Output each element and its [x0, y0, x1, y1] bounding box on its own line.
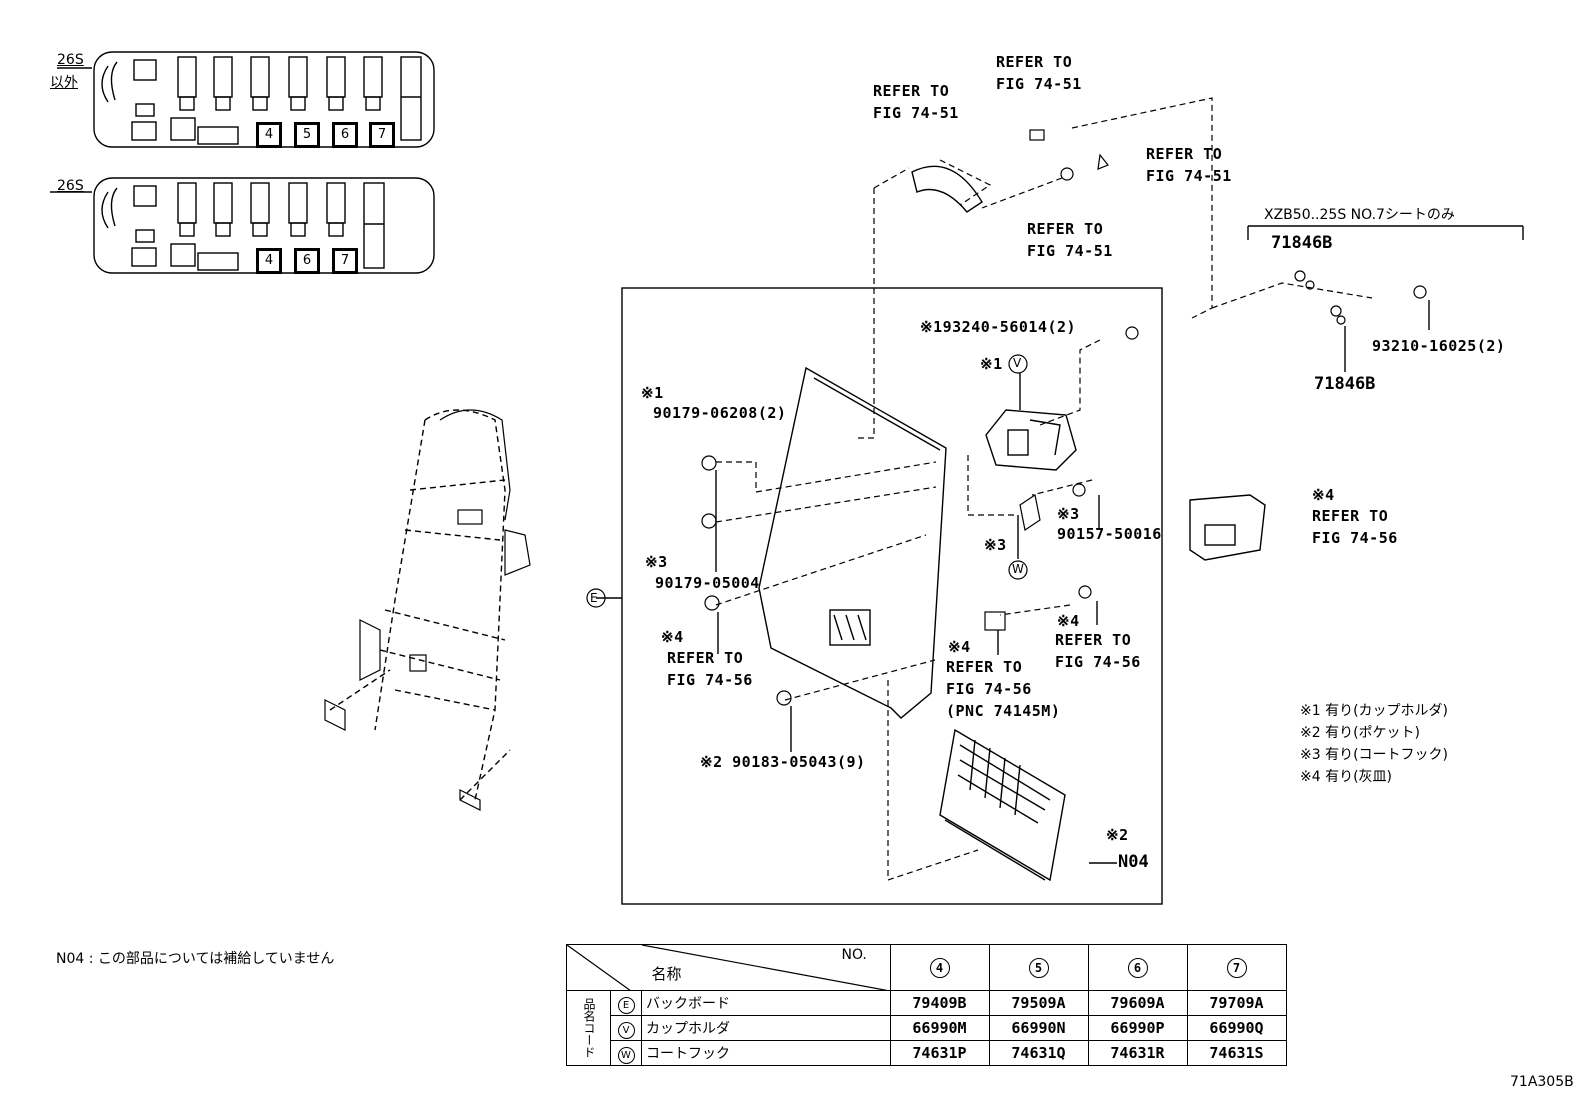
parts-table: 名称 NO. 4 5 6 7 品名コード E バックボード 79409B 795… [566, 944, 1287, 1066]
coat-hook-mark: ※3 [984, 536, 1007, 554]
layout2-seat-7: 7 [332, 248, 358, 274]
callout-ref7-b: FIG 74-56 [946, 680, 1032, 698]
callout-ref1-b: FIG 74-51 [873, 104, 959, 122]
part-71846b-top: 71846B [1271, 233, 1333, 253]
layout1-seat-5: 5 [294, 122, 320, 148]
cup-holder-drawing [985, 409, 1077, 471]
n04-mark: ※2 [1106, 826, 1129, 844]
callout-ref5-mark: ※4 [1057, 612, 1080, 630]
col-7: 7 [1186, 944, 1287, 991]
layout1-seat-6: 6 [332, 122, 358, 148]
row-name: カップホルダ [641, 1015, 891, 1041]
figure-id: 71A305B [1510, 1074, 1574, 1090]
backboard-drawing [758, 366, 947, 719]
callout-ref5-b: FIG 74-56 [1055, 653, 1141, 671]
part-71846b-bottom: 71846B [1314, 374, 1376, 394]
part-90179a: 90179-06208(2) [653, 404, 787, 422]
callout-ref2-a: REFER TO [996, 53, 1073, 71]
callout-ref3-b: FIG 74-51 [1146, 167, 1232, 185]
table-row: V カップホルダ 66990M 66990N 66990P 66990Q [567, 1015, 1287, 1041]
ashtray-ref-a: REFER TO [1312, 507, 1389, 525]
ashtray-ref-b: FIG 74-56 [1312, 529, 1398, 547]
layout1-seat-7: 7 [369, 122, 395, 148]
cup-holder-mark: ※1 [980, 355, 1003, 373]
coat-hook-code: W [1012, 562, 1024, 576]
ashtray-mark: ※4 [1312, 486, 1335, 504]
callout-ref5-a: REFER TO [1055, 631, 1132, 649]
layout2-seat-4: 4 [256, 248, 282, 274]
layout2-label: 26S [57, 178, 84, 194]
callout-ref6-mark: ※4 [661, 628, 684, 646]
callout-ref3-a: REFER TO [1146, 145, 1223, 163]
part-90157: 90157-50016 [1057, 525, 1162, 543]
table-header-name: 名称 NO. [641, 944, 891, 991]
backboard-group-frame [621, 287, 1163, 905]
legend-item-2: ※2 有り(ポケット) [1300, 725, 1421, 741]
part-90179b: 90179-05004 [655, 574, 760, 592]
callout-ref6-a: REFER TO [667, 649, 744, 667]
callout-ref2-b: FIG 74-51 [996, 75, 1082, 93]
layout1-sublabel: 以外 [50, 75, 78, 91]
callout-ref7-a: REFER TO [946, 658, 1023, 676]
table-row: 品名コード E バックボード 79409B 79509A 79609A 7970… [566, 990, 1287, 1066]
callout-ref4-a: REFER TO [1027, 220, 1104, 238]
table-corner [566, 944, 642, 991]
legend-item-1: ※1 有り(カップホルダ) [1300, 703, 1449, 719]
col-5: 5 [988, 944, 1089, 991]
row-name: コートフック [641, 1040, 891, 1066]
layout1-label: 26S [57, 52, 84, 68]
xzb-note: XZB50..25S NO.7シートのみ [1264, 207, 1455, 223]
part-90183: ※2 90183-05043(9) [700, 753, 866, 771]
part-90179b-mark: ※3 [645, 553, 668, 571]
supply-note: N04 : この部品については補給していません [56, 951, 335, 967]
callout-ref6-b: FIG 74-56 [667, 671, 753, 689]
callout-ref7-c: (PNC 74145M) [946, 702, 1061, 720]
part-n04: N04 [1118, 852, 1149, 872]
legend-item-4: ※4 有り(灰皿) [1300, 769, 1393, 785]
ashtray-drawing [1189, 494, 1266, 561]
callout-ref4-b: FIG 74-51 [1027, 242, 1113, 260]
legend-item-3: ※3 有り(コートフック) [1300, 747, 1449, 763]
callout-ref7-mark: ※4 [948, 638, 971, 656]
legend: ※1 有り(カップホルダ) ※2 有り(ポケット) ※3 有り(コートフック) … [1300, 700, 1448, 788]
cup-holder-code: V [1013, 356, 1022, 370]
part-90157-mark: ※3 [1057, 505, 1080, 523]
layout2-seat-6: 6 [294, 248, 320, 274]
layout1-seat-4: 4 [256, 122, 282, 148]
pocket-net-drawing [939, 728, 1066, 882]
part-193240: ※193240-56014(2) [920, 318, 1077, 336]
table-row: W コートフック 74631P 74631Q 74631R 74631S [567, 1040, 1287, 1066]
col-4: 4 [889, 944, 990, 991]
col-6: 6 [1087, 944, 1188, 991]
row-name: バックボード [641, 990, 891, 1016]
side-label: 品名コード [566, 990, 611, 1066]
seat-frame-drawing [329, 409, 511, 801]
part-90179a-mark: ※1 [641, 384, 664, 402]
part-93210: 93210-16025(2) [1372, 337, 1506, 355]
assist-grip-drawing [911, 165, 983, 213]
backboard-code: E [590, 591, 598, 605]
callout-ref1-a: REFER TO [873, 82, 950, 100]
